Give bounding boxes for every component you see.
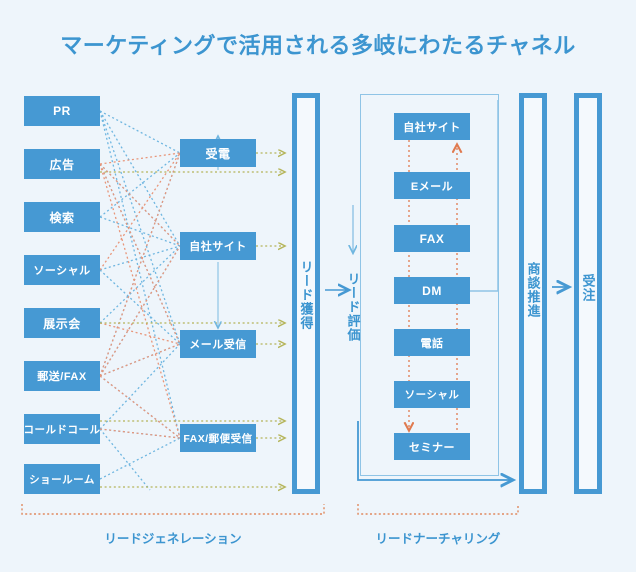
nurturing-chip-fax[interactable]: FAX [394,225,470,252]
stage-deal-promotion-label: 商談推進 [525,262,541,318]
nurturing-chip-seminar[interactable]: セミナー [394,433,470,460]
nurturing-chip-own-site[interactable]: 自社サイト [394,113,470,140]
channel-to-receiver-links [99,110,181,491]
section-brackets [21,504,519,515]
channel-chip-search[interactable]: 検索 [24,202,100,232]
bracket-label-lead-nurturing: リードナーチャリング [375,532,501,546]
nurturing-chip-email[interactable]: Eメール [394,172,470,199]
receiver-chip-fax-post-received[interactable]: FAX/郵便受信 [180,424,256,452]
channel-chip-showroom[interactable]: ショールーム [24,464,100,494]
stage-lead-acquisition-label: リード獲得 [298,260,314,330]
channel-chip-advertising[interactable]: 広告 [24,149,100,179]
receiver-chip-own-site[interactable]: 自社サイト [180,232,256,260]
nurturing-frame [360,94,499,476]
nurturing-chip-social[interactable]: ソーシャル [394,381,470,408]
channel-chip-exhibition[interactable]: 展示会 [24,308,100,338]
channel-chip-social[interactable]: ソーシャル [24,255,100,285]
page-title: マーケティングで活用される多岐にわたるチャネル [60,33,576,58]
receiver-chip-email-received[interactable]: メール受信 [180,330,256,358]
stage-order-received-label: 受注 [580,274,596,302]
channel-chip-mail-fax[interactable]: 郵送/FAX [24,361,100,391]
stage-lead-evaluation-label: リード評価 [345,272,361,342]
bracket-label-lead-generation: リードジェネレーション [104,532,242,546]
channel-chip-cold-call[interactable]: コールドコール [24,414,100,444]
stage-deal-promotion[interactable] [519,93,547,494]
nurturing-chip-phone[interactable]: 電話 [394,329,470,356]
nurturing-chip-dm[interactable]: DM [394,277,470,304]
receiver-to-stage-links [256,153,284,438]
receiver-chip-inbound-call[interactable]: 受電 [180,139,256,167]
stage-order-received[interactable] [574,93,602,494]
stage-lead-acquisition[interactable] [292,93,320,494]
channel-chip-pr[interactable]: PR [24,96,100,126]
